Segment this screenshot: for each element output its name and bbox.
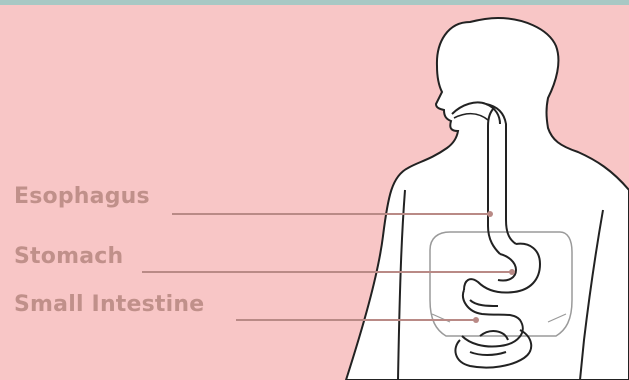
leader-dot-small-intestine xyxy=(473,317,479,323)
label-esophagus: Esophagus xyxy=(14,184,150,209)
label-stomach: Stomach xyxy=(14,244,123,269)
leader-dot-esophagus xyxy=(487,211,493,217)
label-small-intestine: Small Intestine xyxy=(14,292,204,317)
leader-dot-stomach xyxy=(509,269,515,275)
